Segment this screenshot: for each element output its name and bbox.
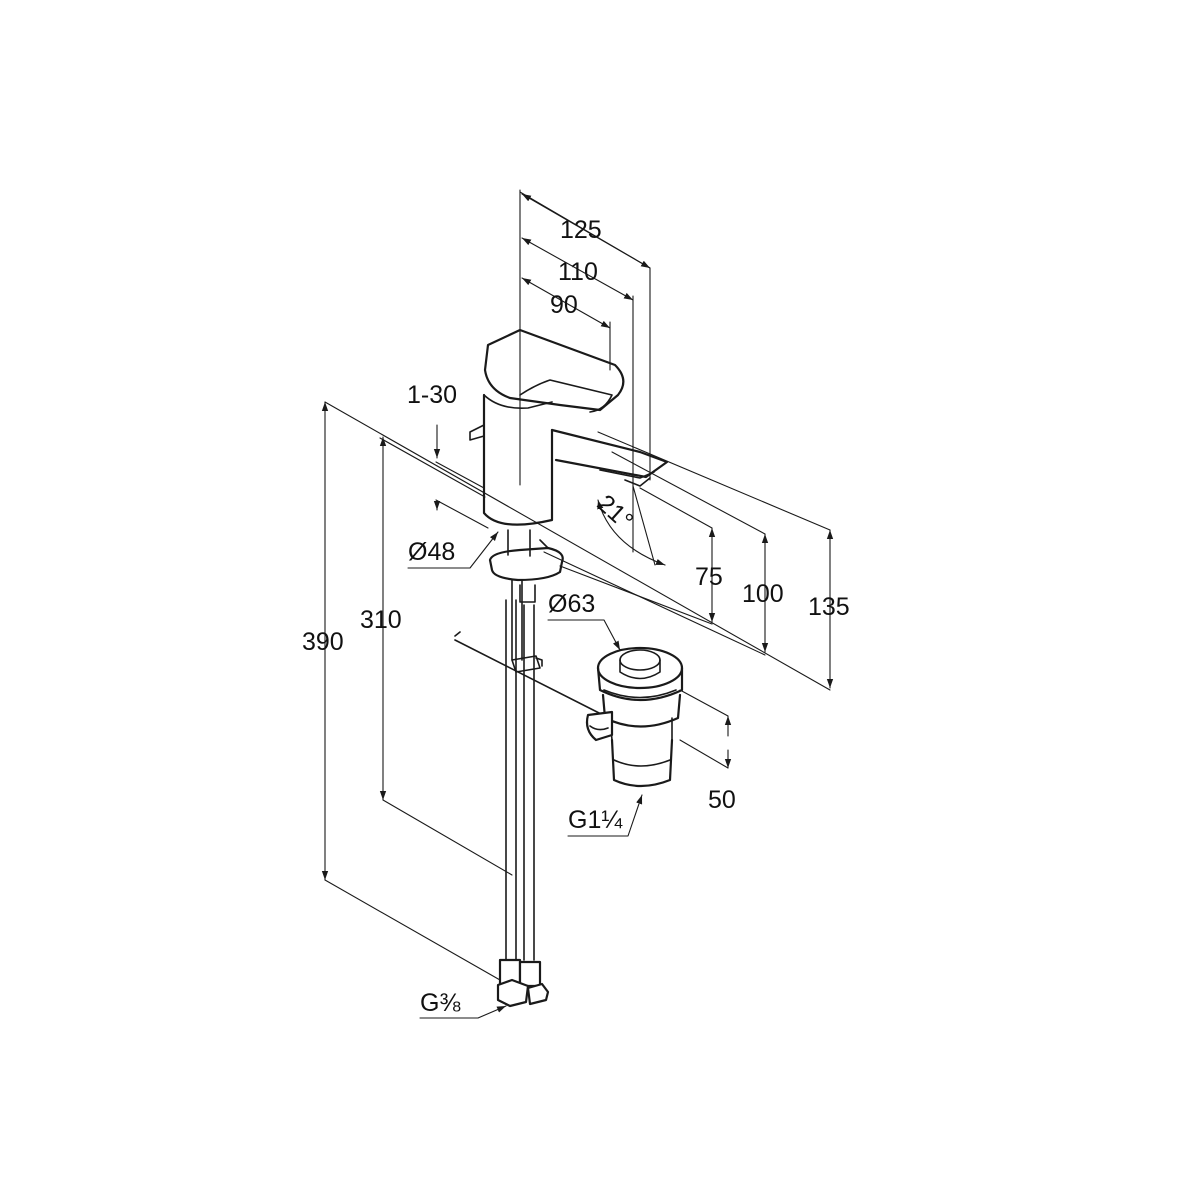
label-100: 100 [742,580,784,608]
dimension-lines [321,189,834,1019]
hose-left [505,599,517,961]
label-390: 390 [302,628,344,656]
mounting-set [488,529,564,661]
label-50: 50 [708,786,736,814]
lever-handle [483,328,625,412]
label-d48: Ø48 [408,538,455,566]
label-d63: Ø63 [548,590,595,618]
label-g3-8: G⅜ [420,989,460,1017]
label-135: 135 [808,593,850,621]
mounting-ring [488,546,564,582]
faucet-body [469,328,669,526]
label-125: 125 [560,216,602,244]
g38-connector [496,978,530,1008]
dimension-labels: 125 110 90 1-30 21° Ø48 Ø63 75 100 135 3… [302,216,850,1017]
waste-drain [585,646,684,788]
label-75: 75 [695,563,723,591]
label-110: 110 [558,258,598,286]
label-21-deg: 21° [592,489,639,535]
waste-rod [454,631,606,717]
label-90: 90 [550,291,578,319]
supply-hoses [496,599,550,1008]
faucet-body-cylinder [482,393,554,526]
faucet-spout [550,428,669,479]
label-1-30: 1-30 [407,381,457,409]
label-g1-1-4: G1¼ [568,806,623,834]
label-310: 310 [360,606,402,634]
hose-right [523,604,535,961]
